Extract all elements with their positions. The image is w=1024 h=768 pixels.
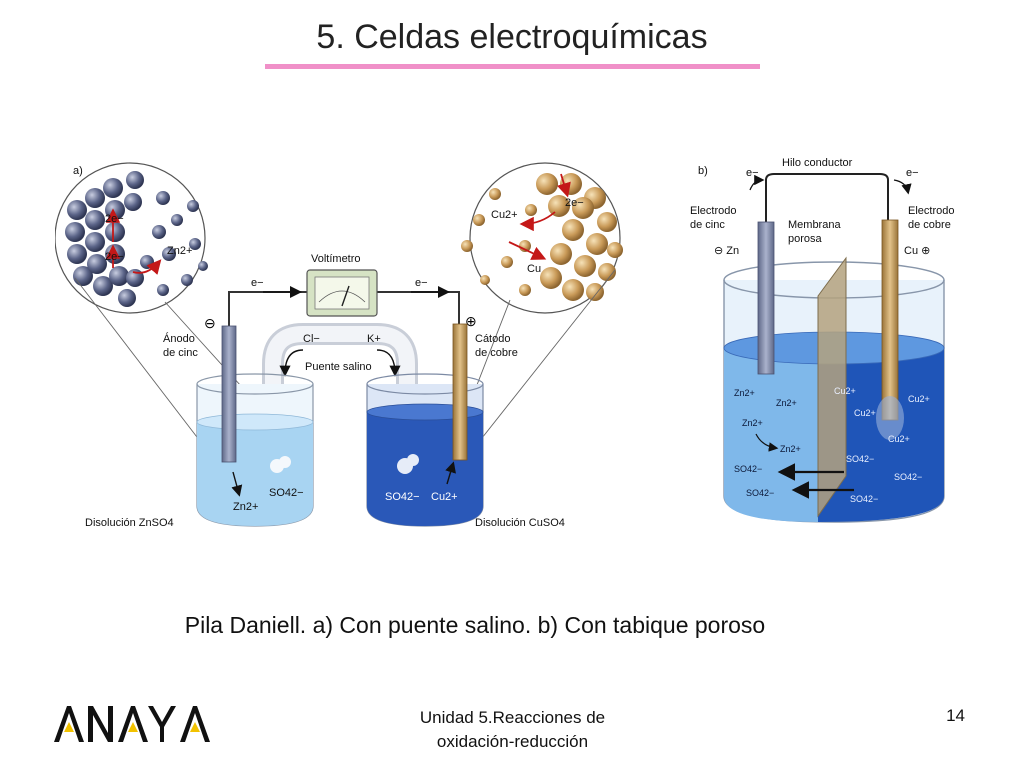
bridge-label: Puente salino bbox=[305, 361, 372, 373]
left-beaker-so4-ion: SO42− bbox=[269, 487, 304, 499]
inset-zinc-2e-bottom: 2e− bbox=[105, 251, 124, 263]
footer-unit-line1: Unidad 5.Reacciones de bbox=[419, 708, 606, 727]
diagram-a-label: a) bbox=[73, 165, 83, 177]
bridge-cl-label: Cl− bbox=[303, 333, 320, 345]
anode-label-line1: Ánodo bbox=[163, 332, 195, 345]
cuso4-beaker: SO42− Cu2+ bbox=[366, 323, 484, 527]
ion-right-5: SO42− bbox=[846, 454, 874, 464]
slide-caption: Pila Daniell. a) Con puente salino. b) C… bbox=[184, 612, 766, 638]
zinc-electrode-line1: Electrodo bbox=[690, 205, 736, 217]
ion-right-2: Cu2+ bbox=[908, 394, 930, 404]
diagram-b-label: b) bbox=[698, 165, 708, 177]
anaya-logo bbox=[54, 706, 210, 742]
cathode-label-line2: de cobre bbox=[475, 347, 518, 359]
diagram-a-salt-bridge-cell: a) 2e− 2e− Zn2+ bbox=[55, 162, 623, 529]
voltmeter-label: Voltímetro bbox=[311, 253, 361, 265]
znso4-beaker: Zn2+ SO42− bbox=[196, 325, 314, 527]
wire-e-left: e− bbox=[746, 167, 759, 179]
ion-left-4: Zn2+ bbox=[780, 444, 801, 454]
anode-sign: ⊖ bbox=[204, 315, 216, 331]
copper-electrode-line2: de cobre bbox=[908, 219, 951, 231]
copper-electrode-line1: Electrodo bbox=[908, 205, 954, 217]
footer-unit: Unidad 5.Reacciones de oxidación-reducci… bbox=[380, 706, 645, 754]
ion-left-1: Zn2+ bbox=[734, 388, 755, 398]
ion-right-6: SO42− bbox=[894, 472, 922, 482]
zinc-surface-inset: 2e− 2e− Zn2+ bbox=[55, 162, 208, 314]
bridge-k-label: K+ bbox=[367, 333, 381, 345]
inset-cu-2e: 2e− bbox=[565, 197, 584, 209]
left-beaker-zn-ion: Zn2+ bbox=[233, 501, 258, 513]
ion-right-7: SO42− bbox=[850, 494, 878, 504]
membrane-line1: Membrana bbox=[788, 219, 841, 231]
porous-cell-beaker: Zn2+ Zn2+ Zn2+ Zn2+ SO42− SO42− Cu2+ Cu2… bbox=[723, 219, 945, 523]
ion-right-4: Cu2+ bbox=[888, 434, 910, 444]
ion-left-6: SO42− bbox=[746, 488, 774, 498]
copper-surface-inset: 2e− Cu2+ Cu bbox=[461, 162, 623, 314]
right-beaker-so4-ion: SO42− bbox=[385, 491, 420, 503]
cathode-sign: ⊕ bbox=[465, 313, 477, 329]
ion-left-3: Zn2+ bbox=[742, 418, 763, 428]
right-beaker-cu-ion: Cu2+ bbox=[431, 491, 458, 503]
diagram-b-porous-membrane-cell: b) Hilo conductor e− e− Electrodo de cin… bbox=[690, 157, 954, 523]
ion-left-5: SO42− bbox=[734, 464, 762, 474]
zinc-electrode-line2: de cinc bbox=[690, 219, 725, 231]
electron-left-label: e− bbox=[251, 277, 264, 289]
page-number: 14 bbox=[946, 706, 965, 725]
footer-unit-line2: oxidación-reducción bbox=[436, 732, 589, 751]
anode-label-line2: de cinc bbox=[163, 347, 198, 359]
copper-terminal: Cu ⊕ bbox=[904, 245, 930, 257]
wire-label: Hilo conductor bbox=[782, 157, 853, 169]
inset-zinc-ion: Zn2+ bbox=[167, 245, 192, 257]
inset-zinc-2e-top: 2e− bbox=[105, 213, 124, 225]
left-solution-label: Disolución ZnSO4 bbox=[85, 517, 174, 529]
slide-title: 5. Celdas electroquímicas bbox=[316, 18, 708, 56]
membrane-line2: porosa bbox=[788, 233, 823, 245]
ion-right-3: Cu2+ bbox=[854, 408, 876, 418]
ion-left-2: Zn2+ bbox=[776, 398, 797, 408]
inset-cu-ion: Cu2+ bbox=[491, 209, 518, 221]
wire-e-right: e− bbox=[906, 167, 919, 179]
zinc-terminal: ⊖ Zn bbox=[714, 245, 739, 257]
title-underline bbox=[265, 64, 760, 69]
cathode-label-line1: Cátodo bbox=[475, 333, 510, 345]
ion-right-1: Cu2+ bbox=[834, 386, 856, 396]
voltmeter: Voltímetro bbox=[306, 253, 378, 317]
right-solution-label: Disolución CuSO4 bbox=[475, 517, 565, 529]
inset-cu-metal: Cu bbox=[527, 263, 541, 275]
salt-bridge: Cl− K+ Puente salino bbox=[262, 323, 418, 440]
electron-right-label: e− bbox=[415, 277, 428, 289]
